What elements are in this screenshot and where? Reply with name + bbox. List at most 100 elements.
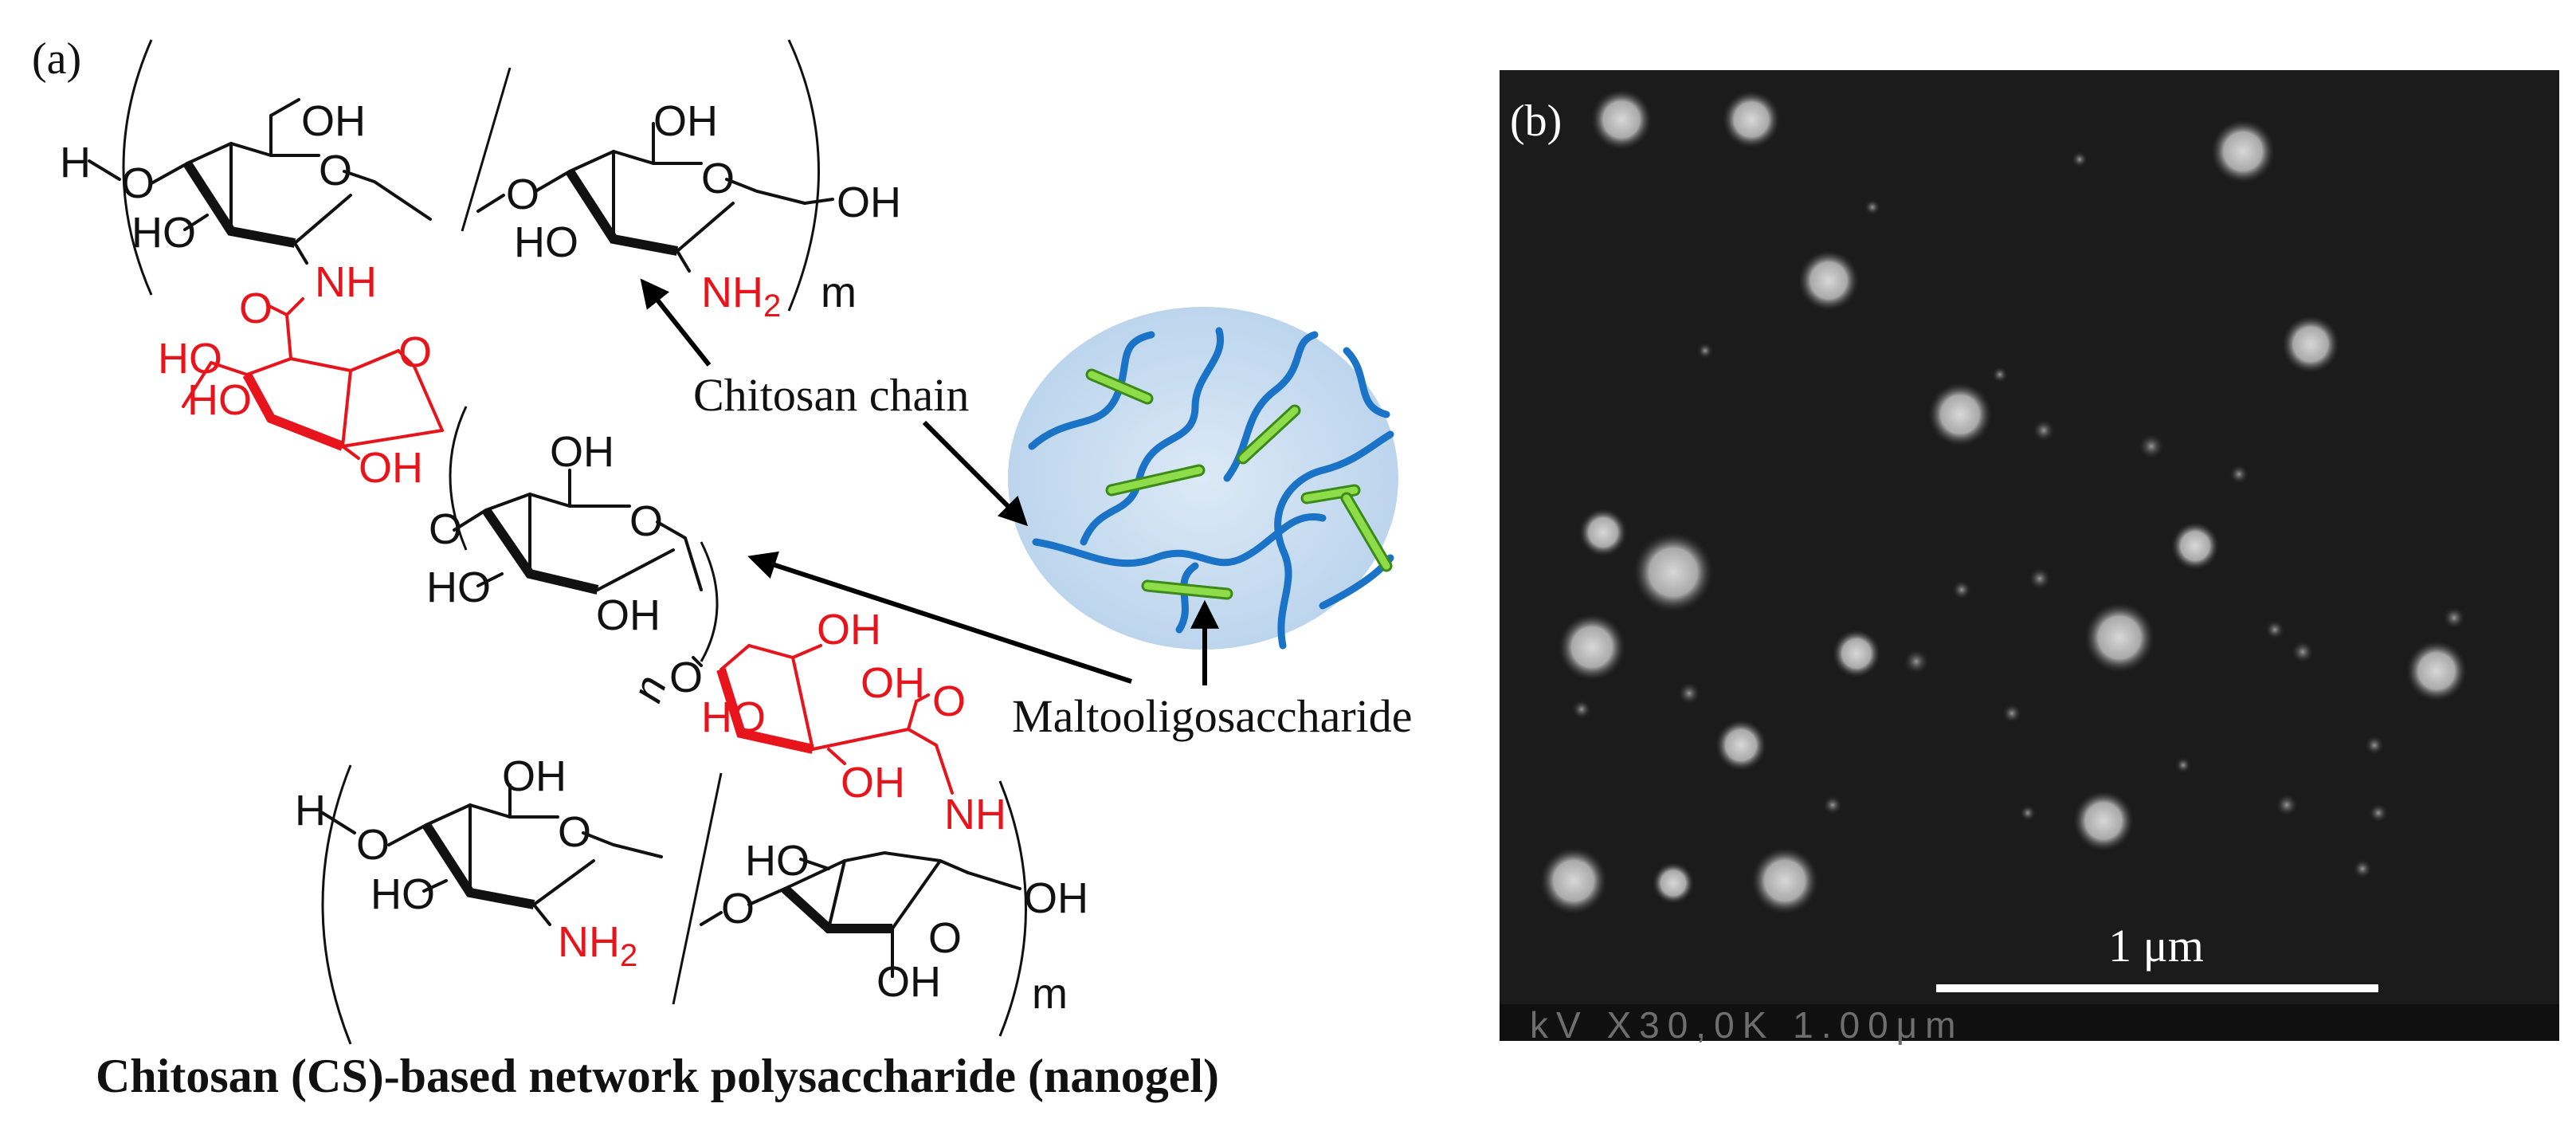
arrow-to-chitosan-ring bbox=[640, 278, 712, 367]
nanoparticle-small bbox=[1678, 682, 1700, 705]
nanoparticle bbox=[1653, 862, 1694, 904]
o-label: O bbox=[629, 497, 663, 545]
nanoparticle-small bbox=[2365, 736, 2384, 755]
nanoparticle bbox=[1591, 89, 1652, 150]
o-label: O bbox=[928, 914, 962, 962]
nanoparticle-small bbox=[2139, 434, 2164, 459]
nanoparticle-small bbox=[1992, 367, 2008, 383]
oh-label: OH bbox=[596, 591, 661, 639]
ho-label: HO bbox=[426, 563, 491, 611]
nanogel-schematic bbox=[1008, 307, 1398, 650]
nanoparticle bbox=[1559, 614, 1625, 681]
nanoparticle-small bbox=[2175, 757, 2191, 773]
nanoparticle-small bbox=[1952, 580, 1971, 599]
nanoparticle-small bbox=[2292, 641, 2314, 663]
m-subscript: m bbox=[821, 269, 857, 316]
nanoparticle bbox=[1833, 630, 1880, 677]
bottom-chitosan-right-ring: O O HO OH OH m bbox=[700, 780, 1088, 1037]
m-subscript: m bbox=[1032, 970, 1068, 1018]
nh2-label: NH2 bbox=[701, 269, 781, 324]
nanoparticle-small bbox=[2020, 805, 2036, 821]
scale-bar-label: 1 μm bbox=[2108, 920, 2204, 972]
o-label: O bbox=[506, 171, 539, 218]
ho-label: HO bbox=[745, 837, 810, 885]
nanoparticle bbox=[1633, 532, 1713, 612]
o-label: O bbox=[932, 677, 966, 725]
sem-instrument-text: kV X30,0K 1.00μm bbox=[1530, 1004, 1964, 1046]
nanoparticle bbox=[1579, 508, 1627, 556]
red-linker-upper: O O HO HO OH bbox=[158, 285, 444, 492]
nanoparticle bbox=[2406, 641, 2467, 701]
oh-label: OH bbox=[301, 97, 366, 145]
oh-label: OH bbox=[841, 759, 905, 807]
o-label: O bbox=[356, 821, 390, 869]
nanoparticle bbox=[1715, 720, 1766, 771]
nanoparticle bbox=[2073, 791, 2134, 851]
nanoparticle bbox=[1540, 847, 1607, 914]
panel-a-label: (a) bbox=[32, 34, 81, 84]
nanoparticle-small bbox=[2265, 620, 2284, 639]
nh-label: NH bbox=[315, 258, 377, 306]
panel-a: (a) H O O OH HO NH O bbox=[32, 34, 1413, 1102]
nanoparticle bbox=[2282, 316, 2339, 373]
nanoparticle-layer bbox=[1540, 89, 2467, 914]
panel-b: kV X30,0K 1.00μm 1 μm (b) bbox=[1500, 70, 2559, 1046]
oh-label: OH bbox=[1024, 874, 1088, 922]
h-label: H bbox=[295, 787, 326, 834]
nanoparticle-small bbox=[1697, 343, 1713, 359]
o-label: O bbox=[701, 155, 735, 202]
ho-label: HO bbox=[187, 376, 252, 424]
oh-label: OH bbox=[837, 179, 901, 226]
o-label: O bbox=[121, 159, 155, 207]
o-label: O bbox=[319, 147, 352, 194]
nanoparticle bbox=[2211, 120, 2275, 183]
oh-label: OH bbox=[876, 958, 941, 1006]
oh-label: OH bbox=[502, 752, 567, 800]
nanoparticle-small bbox=[2033, 419, 2055, 442]
oh-label: OH bbox=[861, 659, 925, 707]
ho-label: HO bbox=[131, 209, 196, 257]
nanoparticle-small bbox=[2029, 567, 2051, 590]
nh-label: NH bbox=[944, 791, 1006, 838]
oh-label: OH bbox=[653, 97, 718, 145]
nanoparticle bbox=[2171, 522, 2219, 570]
bottom-chitosan-left-ring: H O O OH HO NH2 bbox=[295, 752, 723, 1045]
top-chitosan-left-ring: H O O OH HO NH bbox=[60, 39, 512, 306]
nanoparticle-small bbox=[1572, 700, 1591, 719]
nanoparticle-small bbox=[1864, 199, 1880, 215]
nanoparticle-small bbox=[1823, 795, 1842, 815]
top-chitosan-right-ring: O O OH HO NH2 OH m bbox=[476, 39, 901, 324]
ho-label: HO bbox=[701, 693, 766, 741]
ho-label: HO bbox=[158, 335, 222, 383]
sem-info-strip bbox=[1500, 1004, 2559, 1041]
nanoparticle-small bbox=[2276, 794, 2298, 816]
oh-label: OH bbox=[359, 444, 423, 492]
panel-b-label: (b) bbox=[1510, 96, 1562, 146]
arrow-to-malto-unit bbox=[747, 551, 1132, 684]
nanoparticle-small bbox=[2369, 803, 2388, 823]
nanoparticle-small bbox=[2002, 704, 2021, 723]
nanoparticle-small bbox=[2229, 465, 2249, 484]
n-subscript: n bbox=[623, 669, 676, 709]
nanoparticle-small bbox=[1904, 649, 1929, 674]
nanoparticle bbox=[2084, 603, 2155, 673]
panel-a-caption: Chitosan (CS)-based network polysacchari… bbox=[96, 1050, 1219, 1102]
red-linker-lower: O O OH OH HO OH NH bbox=[669, 606, 1006, 838]
nanoparticle bbox=[1751, 847, 1818, 914]
maltooligosaccharide-label: Maltooligosaccharide bbox=[1012, 690, 1413, 742]
nanoparticle bbox=[1928, 383, 1992, 446]
h-label: H bbox=[60, 139, 91, 187]
o-label: O bbox=[239, 285, 272, 332]
nanoparticle-small bbox=[2443, 607, 2465, 629]
nanoparticle-small bbox=[2072, 151, 2088, 167]
oh-label: OH bbox=[817, 606, 881, 654]
arrow-to-nanogel-chain bbox=[922, 420, 1029, 527]
malto-unit: O O OH HO OH n bbox=[426, 406, 719, 709]
nh2-label: NH2 bbox=[558, 918, 637, 973]
ho-label: HO bbox=[514, 218, 578, 266]
chitosan-chain-label: Chitosan chain bbox=[693, 369, 969, 421]
nanoparticle bbox=[1723, 91, 1780, 148]
nanoparticle-small bbox=[2353, 859, 2372, 878]
o-label: O bbox=[398, 328, 432, 376]
